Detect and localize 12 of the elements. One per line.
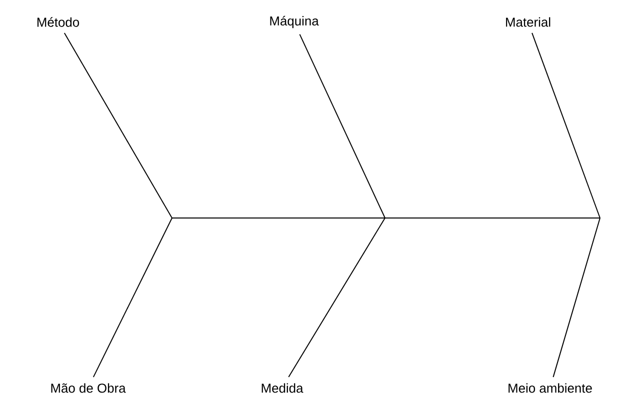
- bone-line: [532, 32, 600, 218]
- cause-label: Medida: [262, 383, 304, 393]
- bone-line: [64, 32, 172, 218]
- bone-line: [552, 218, 600, 378]
- cause-label: Método: [37, 17, 80, 27]
- bone-line: [288, 218, 386, 378]
- cause-label: Meio ambiente: [508, 383, 592, 393]
- bone-line: [299, 34, 386, 218]
- cause-label: Máquina: [270, 16, 319, 28]
- bone-line: [92, 218, 172, 378]
- cause-label: Mão de Obra: [51, 383, 126, 393]
- cause-label: Material: [506, 17, 550, 27]
